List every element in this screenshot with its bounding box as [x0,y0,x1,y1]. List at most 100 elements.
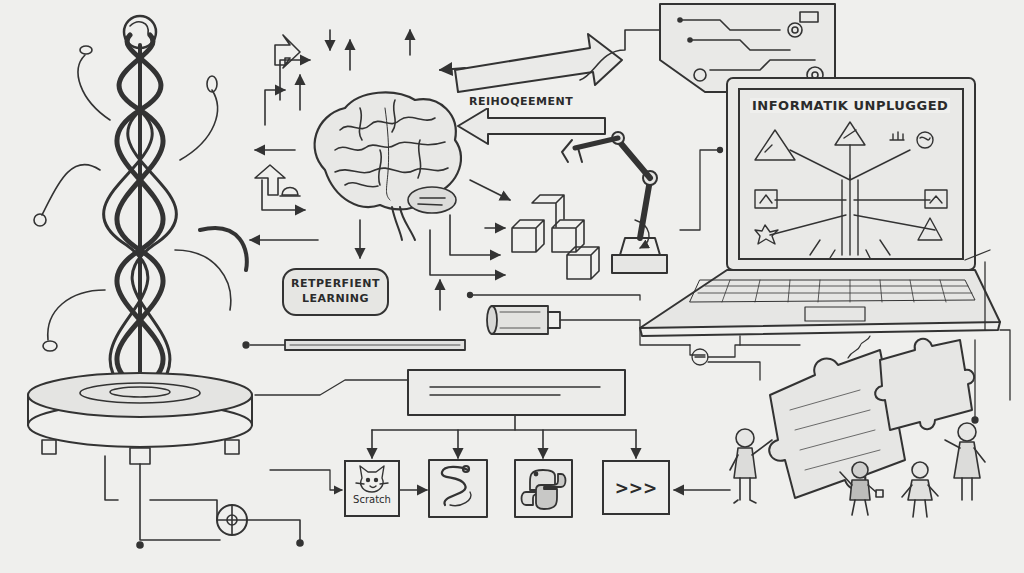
branch-arrows-stroke [371,430,373,458]
helix-sculpture-stroke [138,45,142,392]
screen-tree-stroke [755,130,795,160]
laptop-stroke [640,270,1000,328]
screen-tree-stroke [920,137,930,140]
reinforcement-arrow-stroke [455,34,622,92]
helix-sculpture-stroke [48,290,105,340]
flow-arrows-stroke [439,280,441,310]
flow-arrows-stroke [255,149,295,151]
circuit-board-stroke [800,12,818,22]
pedestal [28,373,252,548]
wire-lines-stroke [965,250,990,330]
wire-lines-stroke [680,150,720,230]
pedestal-stroke [225,440,239,454]
brain-stroke [379,150,382,185]
laptop-stroke [722,280,946,302]
brain-stroke [408,187,456,213]
python-logo [522,470,566,509]
brain-stroke [335,142,445,150]
bell-icon-stroke [280,195,300,197]
node-text: Scratch [353,494,391,505]
wire-lines-stroke [695,356,705,357]
scratch-cat-icon-stroke [360,466,384,492]
wire-lines-stroke [243,342,249,348]
branch-arrows-stroke [372,429,636,431]
puzzle-pieces-stroke [848,336,870,358]
python-logo-stroke [535,473,538,476]
robot-arm-stroke [575,138,618,148]
flow-arrows-stroke [250,239,318,241]
laptop-stroke [640,322,1000,336]
screen-tree-stroke [765,145,772,152]
helix-sculpture-stroke [180,90,217,160]
wire-lines-stroke [470,295,640,300]
robot-arm-stroke [618,140,650,178]
branch-arrows-stroke [674,489,730,491]
children-figures-stroke [736,429,754,447]
cylinder-part-stroke [548,312,560,328]
brain-stroke [418,198,445,205]
language-boxes [429,460,572,517]
robot-arm-stroke [612,255,667,273]
wheel-symbol-stroke [217,505,247,535]
flow-arrows-stroke [450,215,500,255]
scratch-cat-icon [356,466,388,492]
helix-sculpture-stroke [200,228,247,270]
children-figures-stroke [840,472,876,515]
helix-sculpture-stroke [34,214,46,226]
cylinder-part-stroke [492,306,548,334]
wire-lines-stroke [560,320,690,345]
text-group: RETPERFIENT LEARNING [291,277,380,307]
puzzle-pieces-stroke [790,390,880,470]
robot-arm-stroke [635,220,649,248]
wire-lines-stroke [975,330,1010,420]
pedestal-stroke [137,542,143,548]
wheel-symbol-stroke [217,505,247,535]
screen-tree-stroke [760,195,772,203]
cube-stack-stroke [485,227,505,229]
children-figures-stroke [945,440,985,500]
robot-arm-stroke [640,180,650,238]
cube-stack-stroke [567,247,599,279]
helix-sculpture-stroke [175,250,231,310]
helix-sculpture-stroke [130,22,148,34]
circuit-board-stroke [580,30,660,80]
node-text: INFORMATIK UNPLUGGED [750,98,950,113]
bell-icon [280,188,300,197]
cube-stack-stroke [532,195,564,227]
branch-arrows-stroke [400,489,427,491]
branch-arrows-stroke [542,430,544,458]
pedestal-stroke [140,464,220,540]
laptop [640,78,1000,336]
pedestal-stroke [130,448,150,464]
robot-arm-stroke [562,140,582,162]
wheel-symbol-stroke [150,500,217,520]
screen-tree [755,122,947,258]
puzzle-pieces-stroke [875,339,974,430]
cube-stack-stroke [512,220,544,252]
wire-lines-stroke [270,470,342,490]
language-boxes-stroke [515,460,572,517]
screen-tree-stroke [770,200,935,235]
language-boxes-stroke [429,460,487,517]
node-text: >>> [615,478,658,498]
flow-arrows-stroke [299,75,301,110]
children-figures-stroke [908,480,932,500]
flow-arrows-stroke [329,30,331,50]
pedestal-stroke [105,456,118,500]
wire-lines-stroke [739,336,740,345]
helix-sculpture [34,16,247,392]
cube-stack [485,195,599,279]
screen-tree-stroke [790,145,910,180]
brain-stroke [392,100,395,132]
flow-arrows-stroke [265,90,285,125]
wire-lines-stroke [708,345,800,380]
prompt-box: >>> [602,460,670,515]
arrow-label: REIHOQEEMENT [466,95,576,108]
wire-lines-stroke [972,417,978,423]
robot-arm [562,132,667,273]
children-figures-stroke [730,440,772,470]
scratch-cat-icon-stroke [356,483,388,488]
laptop-stroke [805,307,865,321]
screen-tree-stroke [917,132,933,148]
